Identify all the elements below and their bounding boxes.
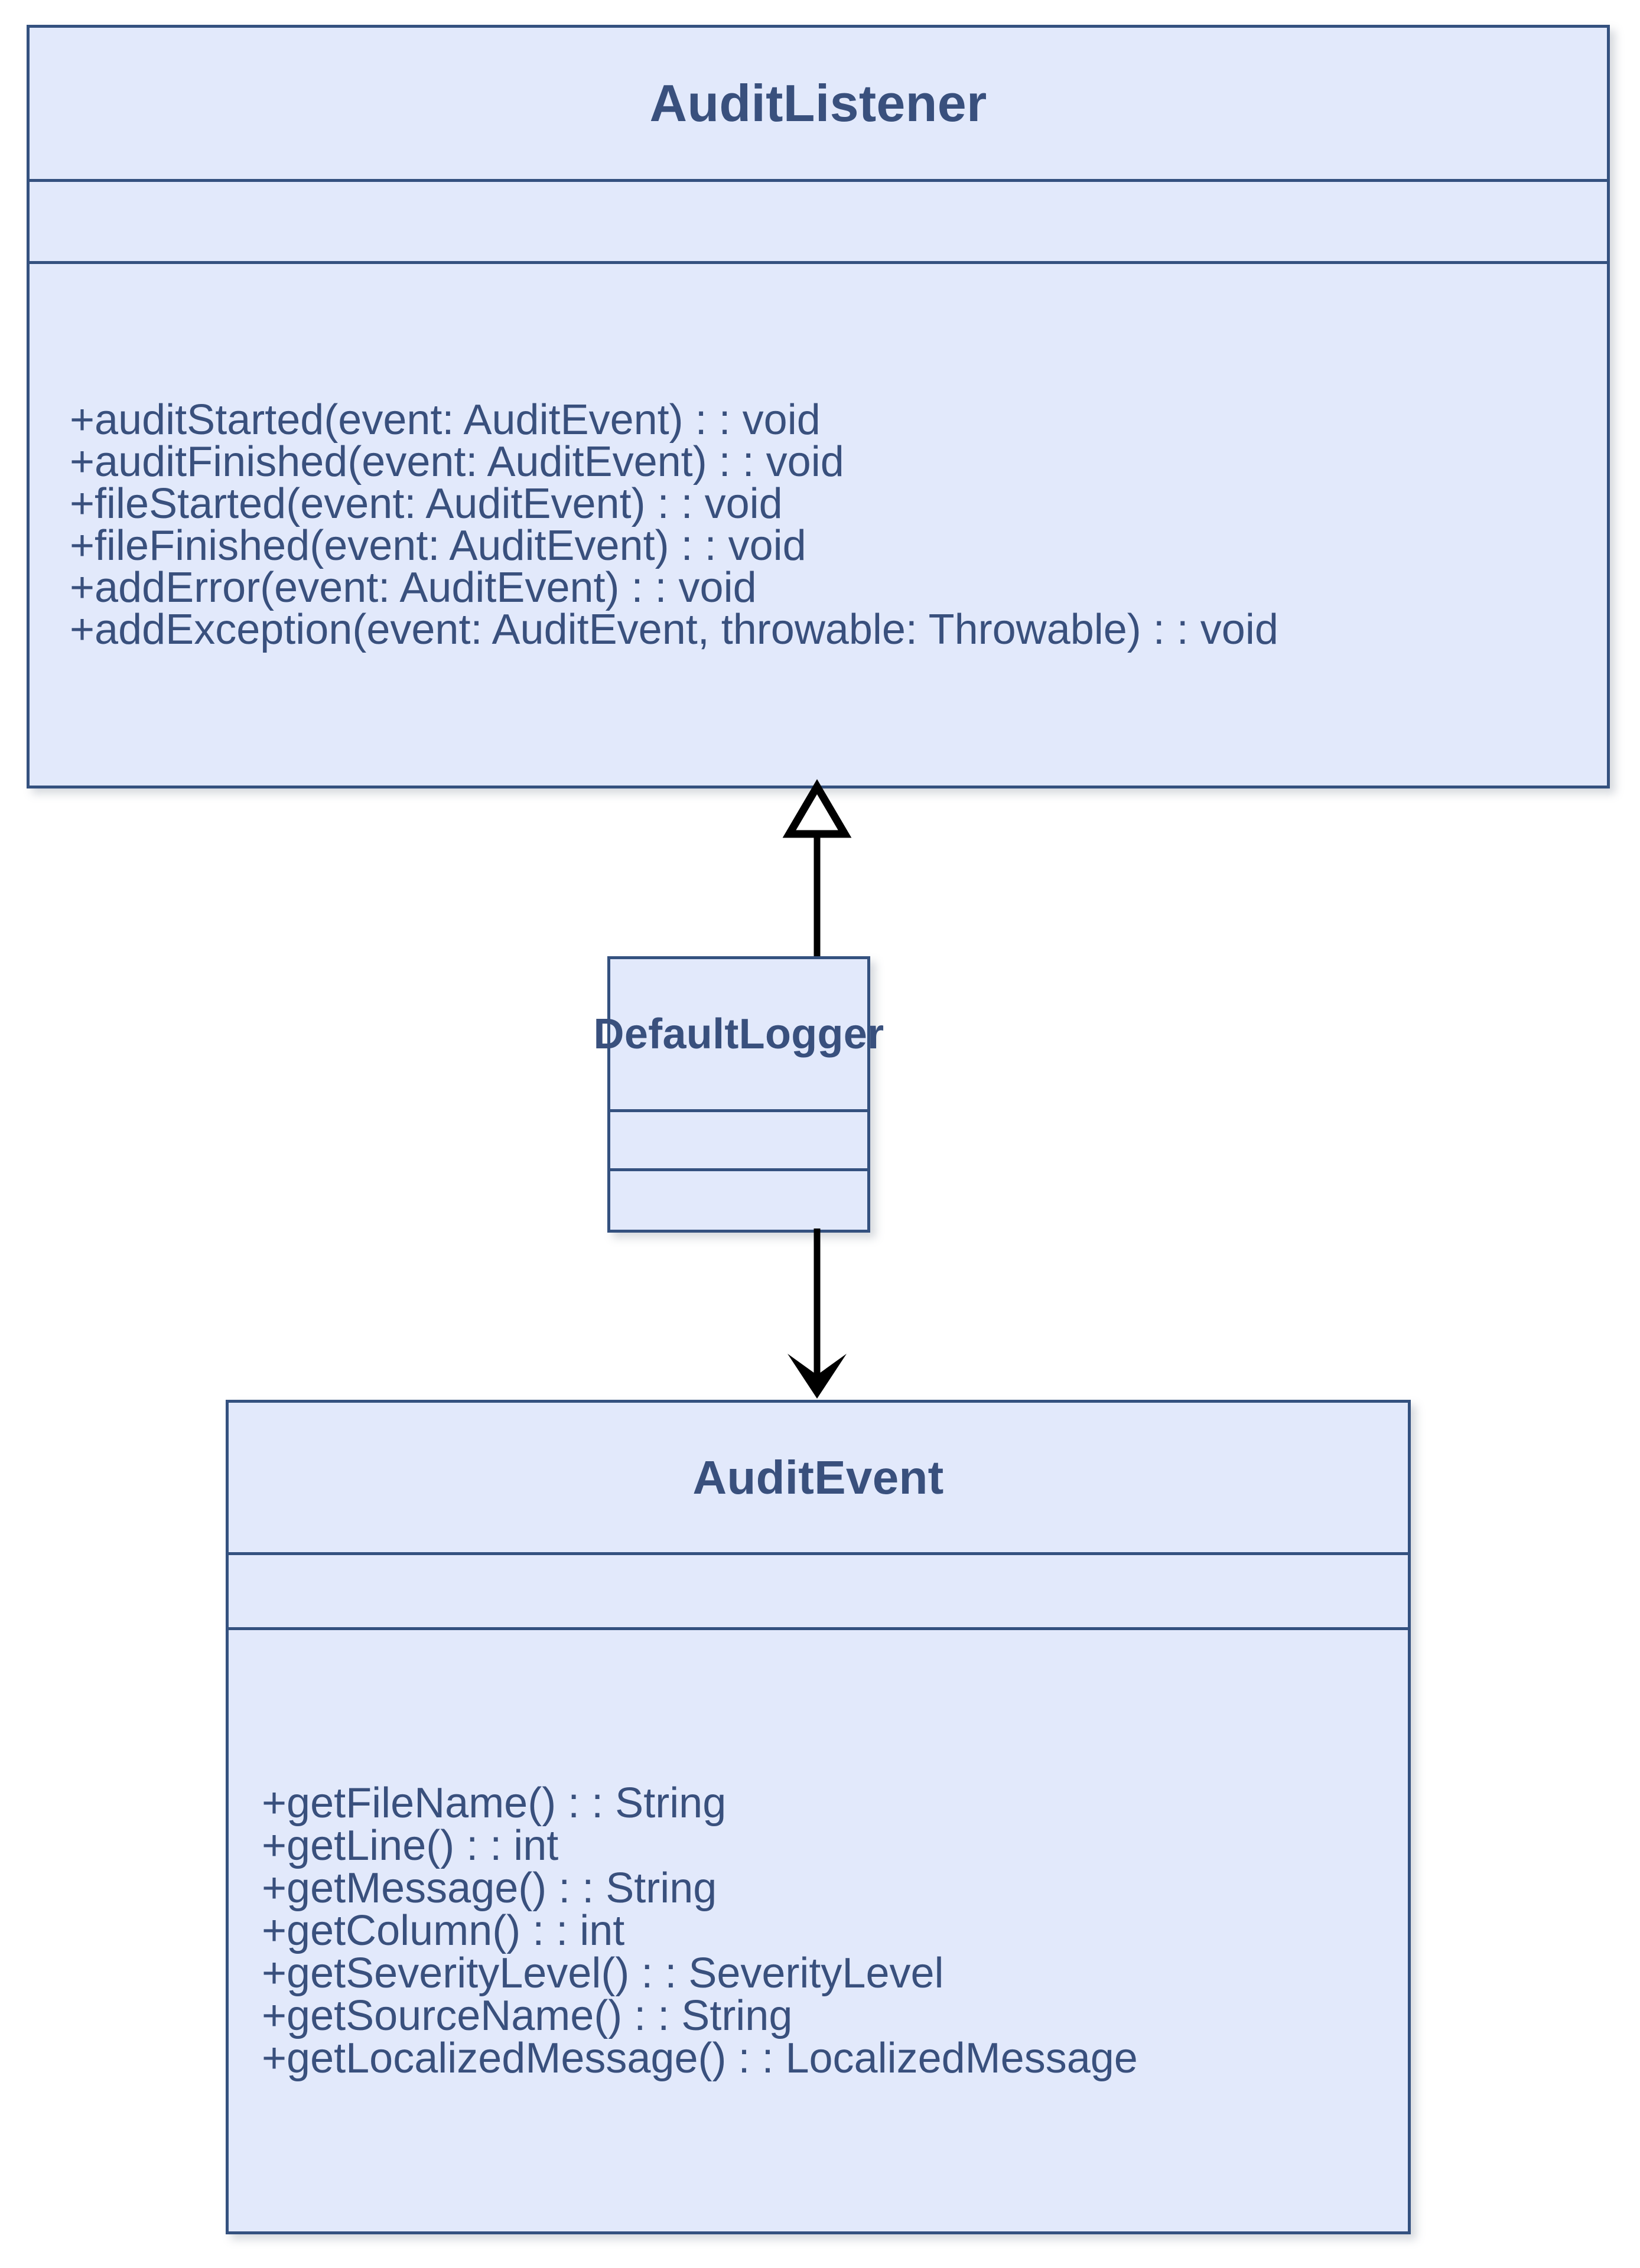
method-item: +getColumn() : : int bbox=[262, 1907, 625, 1954]
method-item: +addError(event: AuditEvent) : : void bbox=[70, 563, 757, 611]
uml-class-defaultlogger[interactable]: DefaultLogger bbox=[593, 956, 884, 1233]
class-name-auditlistener: AuditListener bbox=[649, 74, 987, 132]
method-item: +auditStarted(event: AuditEvent) : : voi… bbox=[70, 396, 821, 444]
methods-compartment-auditevent: +getFileName() : : String +getLine() : :… bbox=[229, 1627, 1408, 2231]
dependency-connector-defaultlogger-to-auditevent bbox=[774, 1228, 868, 1406]
method-item: +getFileName() : : String bbox=[262, 1780, 727, 1827]
method-item: +getMessage() : : String bbox=[262, 1865, 717, 1912]
generalization-connector-defaultlogger-to-auditlistener bbox=[774, 779, 868, 963]
method-item: +getSourceName() : : String bbox=[262, 1992, 793, 2039]
method-item: +fileFinished(event: AuditEvent) : : voi… bbox=[70, 522, 806, 569]
method-item: +auditFinished(event: AuditEvent) : : vo… bbox=[70, 438, 844, 485]
attributes-compartment-auditlistener bbox=[30, 179, 1607, 261]
class-name-defaultlogger: DefaultLogger bbox=[593, 1011, 884, 1058]
method-item: +addException(event: AuditEvent, throwab… bbox=[70, 605, 1278, 653]
method-item: +fileStarted(event: AuditEvent) : : void bbox=[70, 480, 783, 527]
method-item: +getSeverityLevel() : : SeverityLevel bbox=[262, 1950, 944, 1997]
attributes-compartment-defaultlogger bbox=[610, 1109, 867, 1168]
uml-class-auditlistener[interactable]: AuditListener +auditStarted(event: Audit… bbox=[27, 25, 1610, 788]
uml-class-auditevent[interactable]: AuditEvent +getFileName() : : String +ge… bbox=[226, 1400, 1411, 2234]
methods-compartment-auditlistener: +auditStarted(event: AuditEvent) : : voi… bbox=[30, 261, 1607, 786]
attributes-compartment-auditevent bbox=[229, 1552, 1408, 1627]
method-item: +getLine() : : int bbox=[262, 1822, 559, 1869]
method-item: +getLocalizedMessage() : : LocalizedMess… bbox=[262, 2035, 1138, 2082]
class-name-auditevent: AuditEvent bbox=[692, 1451, 944, 1504]
methods-compartment-defaultlogger bbox=[610, 1168, 867, 1227]
